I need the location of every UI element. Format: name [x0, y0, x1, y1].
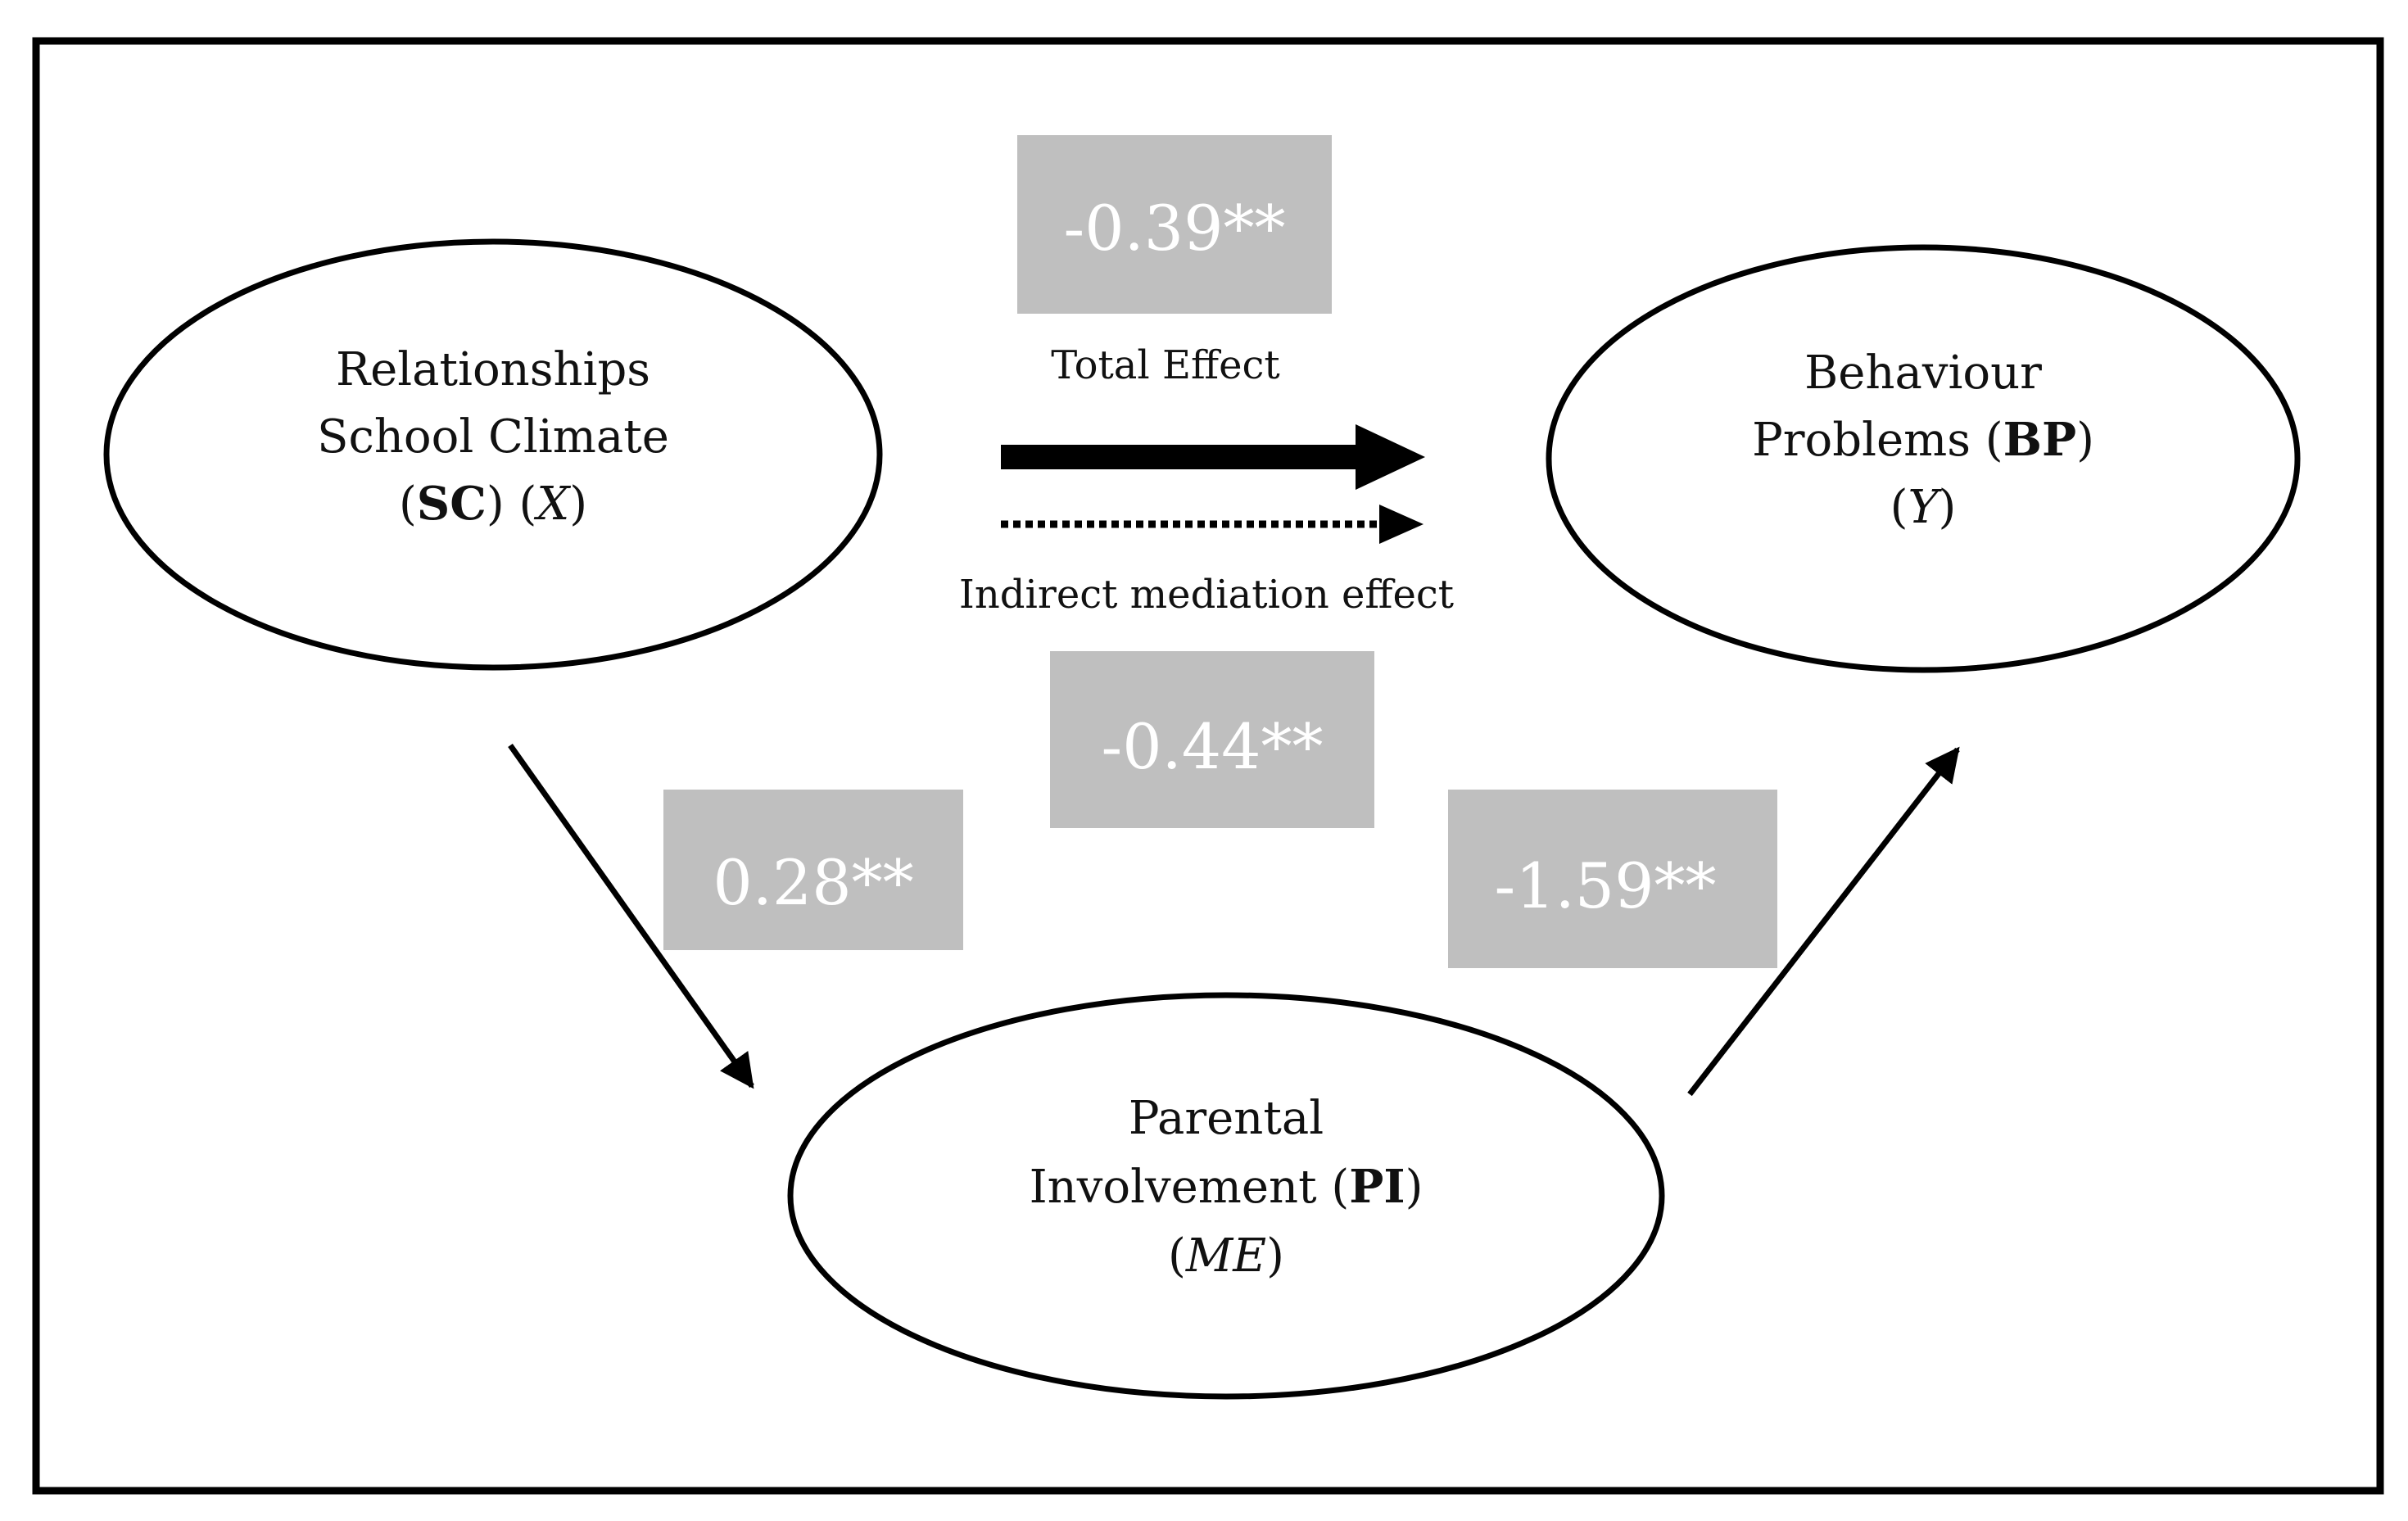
arrow-sc-to-pi [508, 743, 754, 1089]
indirect-effect-label: Indirect mediation effect [959, 572, 1454, 618]
diagram-frame [32, 37, 2384, 1495]
coef-pi-bp-box: -1.59** [1448, 790, 1777, 968]
pi-var: ME [1185, 1229, 1266, 1283]
coef-pi-to-bp: -1.59** [1495, 849, 1717, 922]
node-school-climate [103, 238, 883, 671]
sc-abbr: SC [417, 477, 487, 531]
coef-indirect-box: -0.44** [1050, 651, 1374, 828]
total-effect-label: Total Effect [1051, 342, 1279, 388]
indirect-effect-arrow [1001, 505, 1424, 544]
arrow-pi-to-bp [1687, 746, 1960, 1097]
coef-total-box: -0.39** [1017, 135, 1332, 314]
pi-label-line1: Parental [1129, 1092, 1324, 1145]
coef-sc-to-pi: 0.28** [713, 846, 913, 919]
coef-indirect: -0.44** [1102, 710, 1324, 783]
pi-label-line2: Involvement (PI) [1030, 1160, 1424, 1214]
sc-label-line3: (SC) (X) [399, 477, 587, 531]
node-behaviour-problems [1546, 244, 2301, 673]
total-effect-arrow [1001, 424, 1425, 490]
pi-abbr: PI [1349, 1160, 1405, 1214]
bp-word: Problems [1752, 414, 1971, 467]
pi-label-line3: (ME) [1168, 1229, 1284, 1283]
sc-label-line2: School Climate [317, 410, 669, 464]
coef-total: -0.39** [1064, 192, 1286, 265]
bp-var: Y [1908, 481, 1943, 534]
bp-label-line2: Problems (BP) [1752, 413, 2094, 467]
bp-abbr: BP [2003, 413, 2076, 467]
coef-sc-pi-box: 0.28** [663, 790, 963, 950]
bp-label-line3: (Y) [1890, 481, 1957, 534]
pi-word: Involvement [1030, 1161, 1318, 1214]
bp-label-line1: Behaviour [1804, 346, 2042, 400]
node-parental-involvement [787, 992, 1665, 1400]
sc-label-line1: Relationships [336, 343, 650, 396]
sc-var: X [533, 478, 571, 531]
